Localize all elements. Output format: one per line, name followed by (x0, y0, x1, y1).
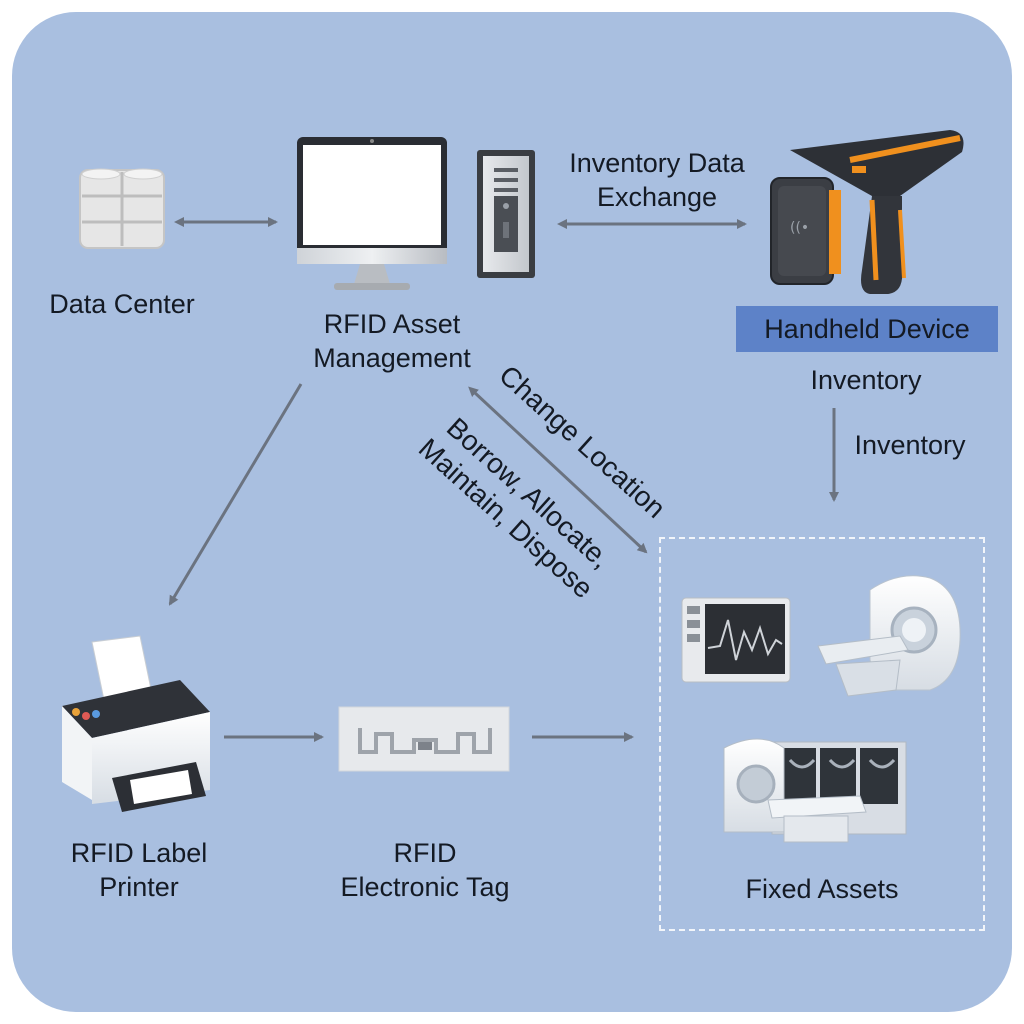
electronic-tag-label: RFID Electronic Tag (340, 838, 510, 902)
server-tower-icon (477, 150, 535, 278)
printer-icon (62, 635, 210, 812)
monitor-icon (297, 137, 447, 290)
patient-monitor-icon (681, 597, 791, 683)
data-center-label: Data Center (49, 289, 195, 319)
arrow-management-printer (168, 383, 303, 606)
asset-management-label: RFID Asset Management (313, 309, 471, 373)
inventory-arrow-label: Inventory (854, 430, 966, 460)
fixed-assets-zone (659, 537, 985, 931)
svg-text:((•: ((• (790, 220, 809, 236)
handheld-device-label: Handheld Device (764, 314, 970, 344)
rfid-tag-icon (338, 706, 510, 772)
arrow-change-location (468, 386, 648, 554)
mri-scanner-icon (723, 738, 907, 843)
handheld-device-sublabel: Inventory (810, 365, 922, 395)
label-printer-label: RFID Label Printer (70, 838, 208, 902)
connector-arrows (168, 217, 839, 742)
ct-scanner-icon (817, 575, 961, 697)
database-icon (79, 168, 165, 249)
handheld-device-highlight (736, 306, 998, 352)
fixed-assets-label: Fixed Assets (745, 874, 899, 904)
inventory-exchange-label: Inventory Data Exchange (569, 148, 745, 212)
rfid-scanner-icon: ((• (770, 130, 964, 294)
